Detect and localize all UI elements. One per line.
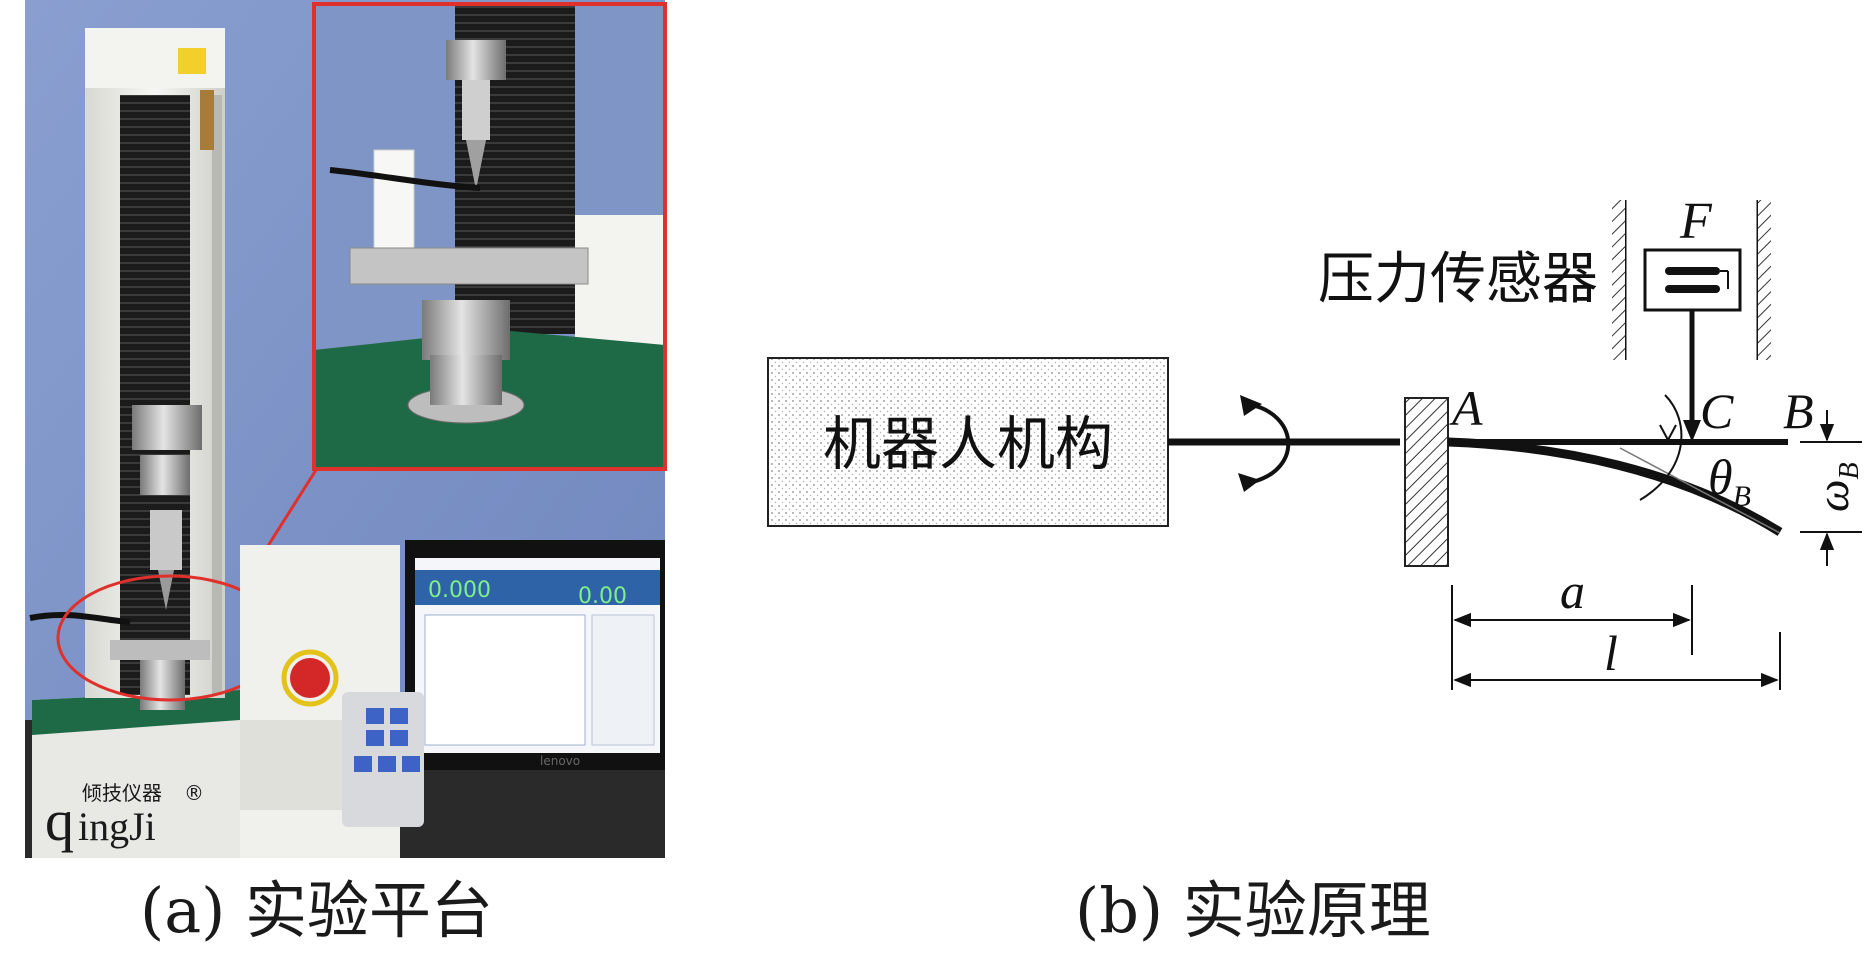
theta-arc (1639, 394, 1683, 501)
pressure-sensor-label: 压力传感器 (1318, 247, 1598, 312)
point-b-label: B (1783, 383, 1814, 439)
brand-mark: q (45, 788, 74, 853)
dimension-a-label: a (1560, 563, 1585, 619)
brand-cn: 倾技仪器 (82, 781, 162, 805)
inset-border (312, 2, 667, 471)
reg-mark: ® (184, 781, 204, 805)
emergency-stop-button (290, 658, 330, 698)
fixed-support (1404, 397, 1449, 567)
display-right: 0.00 (578, 584, 627, 609)
specimen-holder (373, 149, 415, 251)
tangent-line (1619, 447, 1781, 534)
load-cell (132, 405, 202, 450)
brand-name: ingJi (78, 804, 156, 849)
svg-text:ωB: ωB (1807, 462, 1865, 512)
rotation-arrow (1247, 402, 1291, 484)
display-left: 0.000 (428, 578, 491, 603)
omega-label: ωB (1807, 462, 1865, 512)
diagram-panel: 机器人机构 A C B θB F 压力传感器 (767, 193, 1865, 690)
caption-b: (b) 实验原理 (1075, 874, 1431, 947)
monitor-brand: lenovo (540, 754, 580, 768)
force-label: F (1679, 193, 1713, 250)
cable (29, 611, 131, 625)
theta-label: θB (1708, 449, 1751, 513)
column-bellows (120, 95, 190, 695)
dimension-l-label: l (1604, 625, 1618, 681)
screen-plot (424, 614, 586, 746)
lower-fixture (110, 640, 210, 660)
beam-deflected (1447, 437, 1783, 536)
fixture-plate (349, 247, 589, 285)
warning-label (178, 48, 206, 74)
base-green-top (32, 690, 240, 735)
caption-a: (a) 实验平台 (140, 874, 494, 947)
inset-zoom (312, 2, 667, 471)
specimen-beam (329, 167, 481, 191)
point-c-label: C (1700, 383, 1734, 439)
robot-mechanism-label: 机器人机构 (823, 410, 1113, 478)
machine-base (32, 690, 240, 858)
pressure-sensor (1643, 248, 1742, 312)
point-a-label: A (1449, 380, 1483, 436)
photo-panel: q ingJi 倾技仪器 ® 0.000 0.00 lenovo (25, 0, 667, 858)
spring (200, 90, 214, 150)
